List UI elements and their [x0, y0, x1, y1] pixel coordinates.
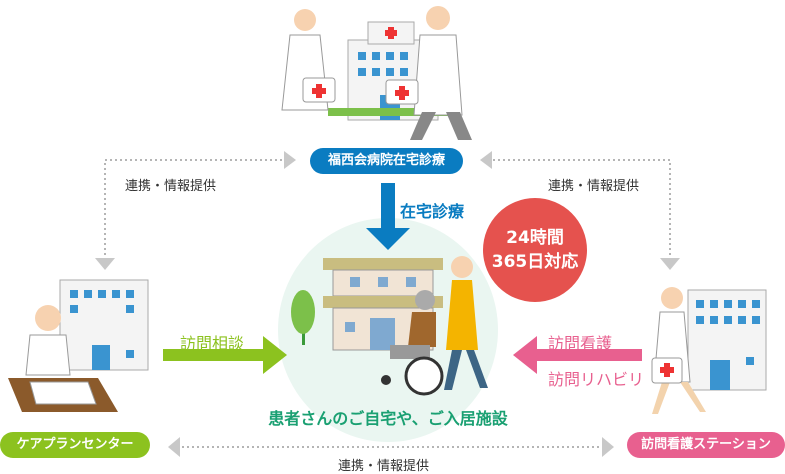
nursing-station-label: 訪問看護ステーション — [627, 432, 785, 458]
link-label-bottom: 連携・情報提供 — [338, 459, 430, 474]
home-visit-label: 在宅診療 — [400, 202, 465, 221]
house-illustration — [291, 256, 488, 396]
badge-line-2: 365日対応 — [491, 252, 579, 272]
nursing-station-illustration — [651, 287, 767, 414]
visiting-rehab-label: 訪問リハビリ — [548, 370, 645, 389]
24h-badge: 24時間 365日対応 — [483, 226, 587, 274]
visiting-nursing-label: 訪問看護 — [548, 334, 613, 353]
care-plan-illustration — [8, 279, 149, 412]
center-caption: 患者さんのご自宅や、ご入居施設 — [268, 409, 508, 428]
consultation-arrow — [163, 336, 287, 374]
dotted-connectors — [104, 159, 671, 448]
hospital-illustration — [281, 6, 472, 140]
home-visit-arrow — [366, 183, 410, 250]
link-label-left: 連携・情報提供 — [125, 179, 217, 194]
connector-arrowheads — [95, 151, 680, 457]
24h-badge-circle — [483, 198, 587, 302]
nursing-arrow — [513, 336, 642, 374]
hospital-home-care-label: 福西会病院在宅診療 — [310, 148, 463, 174]
link-label-right: 連携・情報提供 — [548, 179, 640, 194]
badge-line-1: 24時間 — [506, 228, 564, 248]
consultation-label: 訪問相談 — [180, 334, 245, 353]
care-plan-center-label: ケアプランセンター — [0, 432, 150, 458]
